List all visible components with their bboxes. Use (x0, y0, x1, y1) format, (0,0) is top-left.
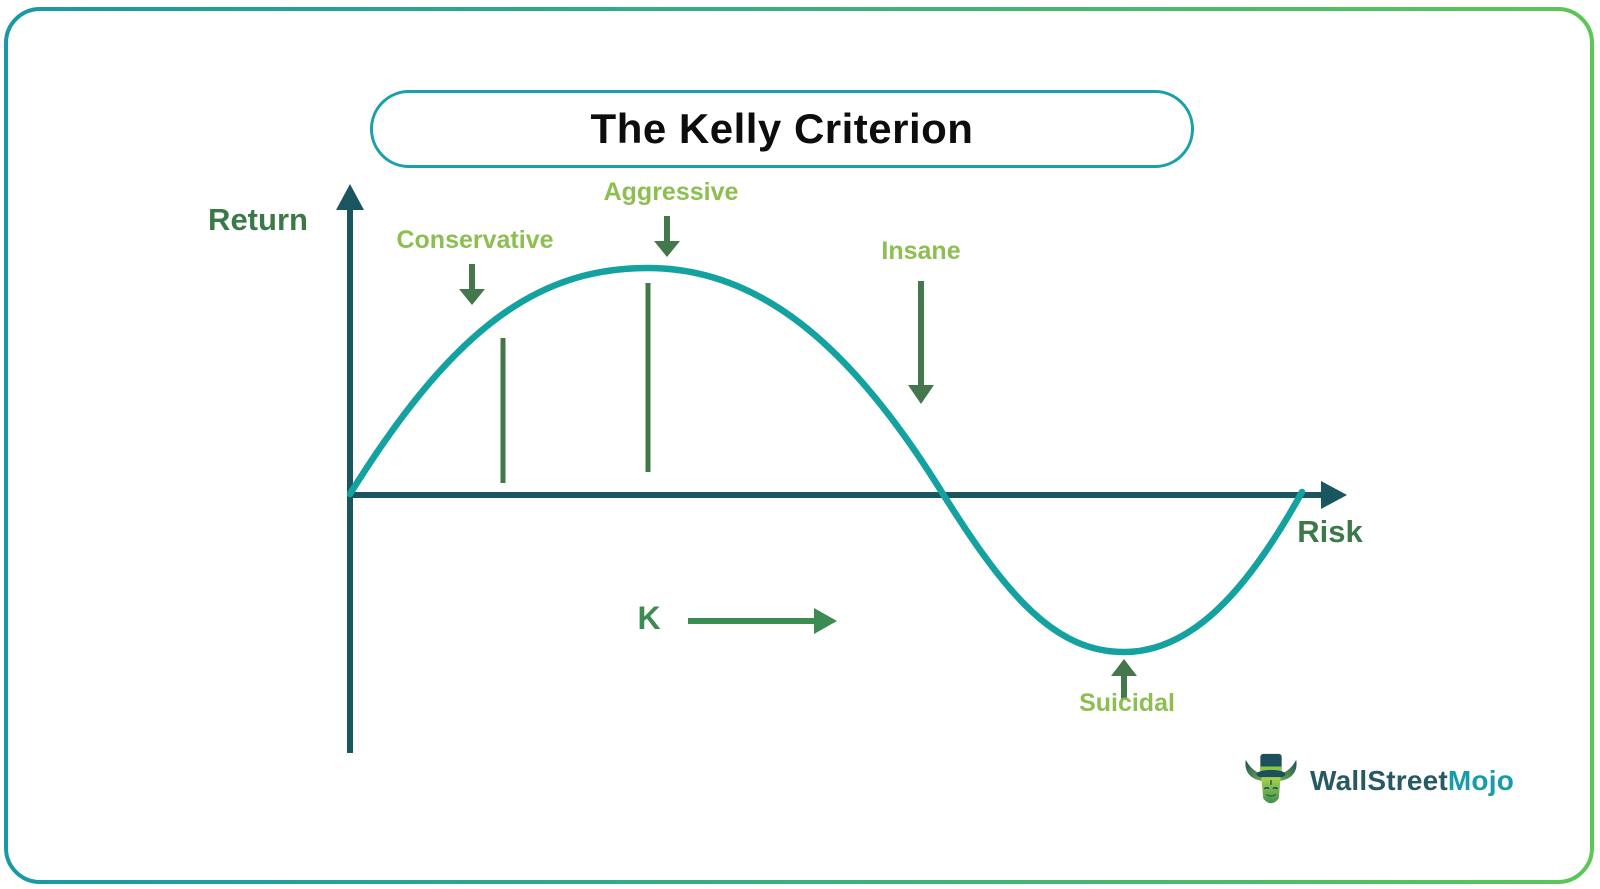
aggressive-label: Aggressive (603, 178, 739, 206)
x-axis-arrowhead (1321, 481, 1347, 509)
page-title: The Kelly Criterion (590, 105, 974, 152)
x-axis (348, 481, 1347, 509)
y-axis-label: Return (208, 202, 308, 237)
y-axis (336, 184, 364, 753)
page-border (4, 7, 1594, 884)
kelly-curve (346, 264, 1306, 656)
right-arrow-k-icon (688, 608, 837, 634)
up-arrow-suicidal-icon (1111, 659, 1137, 700)
title-box: The Kelly Criterion (370, 90, 1194, 168)
bull-with-top-hat-icon (1245, 753, 1297, 804)
y-axis-arrowhead (336, 184, 364, 210)
down-arrow-insane-icon (908, 281, 934, 404)
insane-label: Insane (881, 237, 961, 265)
x-axis-label: Risk (1297, 514, 1363, 549)
wallstreetmojo-logo: WallStreetMojo (1240, 746, 1514, 816)
down-arrow-conservative-icon (459, 264, 485, 305)
logo-text-wallstreet: WallStreet (1310, 765, 1448, 796)
logo-text-mojo: Mojo (1447, 765, 1515, 796)
down-arrow-aggressive-icon (654, 216, 680, 257)
k-label: K (637, 600, 661, 636)
suicidal-label: Suicidal (1079, 689, 1175, 717)
conservative-label: Conservative (396, 226, 554, 254)
logo-text: WallStreetMojo (1310, 765, 1514, 797)
